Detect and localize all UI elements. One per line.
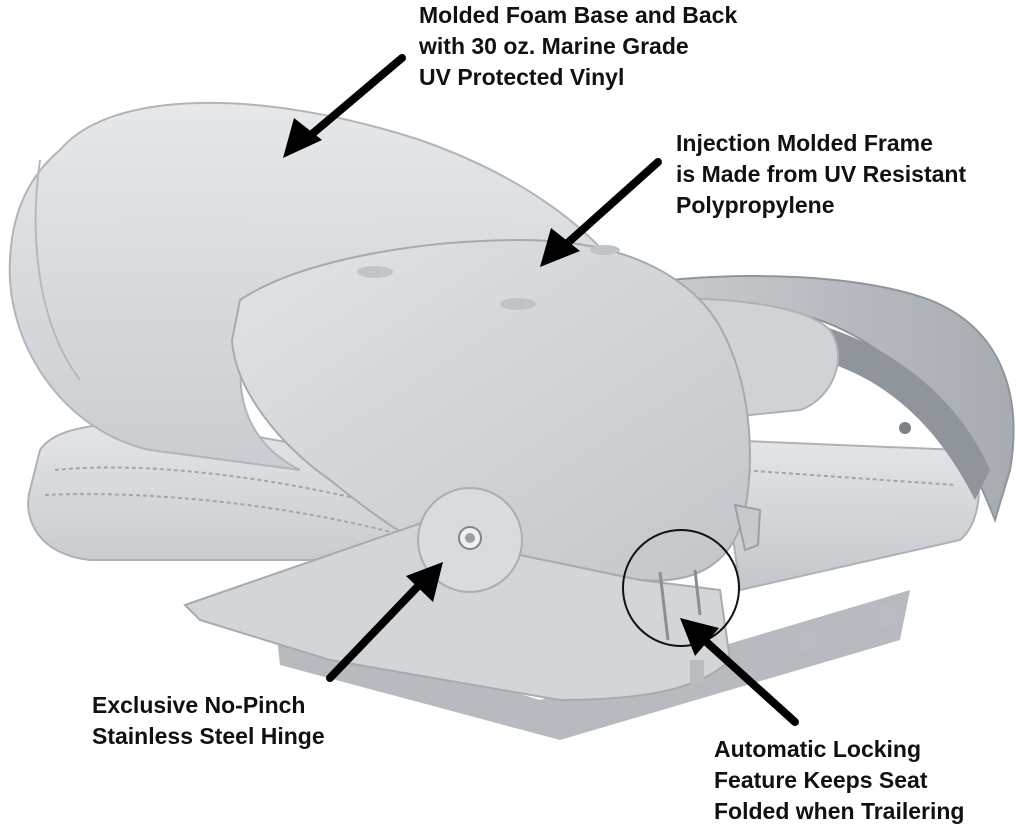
arrow-icon (540, 158, 662, 267)
lock-highlight-circle (622, 529, 740, 647)
arrow-icon (680, 618, 799, 726)
base-foot-2 (800, 630, 814, 652)
arrow-icon (326, 562, 443, 682)
callout-line: Molded Foam Base and Back (419, 2, 738, 28)
callout-line: Automatic Locking (714, 736, 922, 762)
frame-peg-1 (357, 266, 393, 278)
callout-hinge: Exclusive No-Pinch Stainless Steel Hinge (92, 690, 325, 752)
base-plate (275, 590, 910, 740)
hinge-bolt-center (465, 533, 475, 543)
seat-cushion-right-stitch (739, 469, 956, 486)
base-foot-1 (690, 660, 704, 684)
base-foot-3 (880, 605, 894, 627)
shell-pin (899, 422, 911, 434)
callout-line: Stainless Steel Hinge (92, 723, 325, 749)
lock-tab-2 (693, 569, 702, 616)
callout-line: with 30 oz. Marine Grade (419, 33, 689, 59)
back-shell-inner (800, 320, 990, 500)
callout-line: Injection Molded Frame (676, 130, 933, 156)
callout-line: Folded when Trailering (714, 798, 965, 824)
lock-tab-1 (658, 571, 670, 641)
callout-line: Feature Keeps Seat (714, 767, 928, 793)
callout-line: is Made from UV Resistant (676, 161, 967, 187)
callout-line: Polypropylene (676, 192, 835, 218)
callout-auto-lock: Automatic Locking Feature Keeps Seat Fol… (714, 734, 964, 827)
frame-peg-2 (500, 298, 536, 310)
molded-frame (230, 238, 751, 582)
callout-foam-vinyl: Molded Foam Base and Back with 30 oz. Ma… (419, 0, 737, 93)
seat-cushion-stitch-2 (44, 493, 421, 541)
arrow-icon (283, 54, 406, 158)
callout-line: UV Protected Vinyl (419, 64, 625, 90)
callout-injection-frame: Injection Molded Frame is Made from UV R… (676, 128, 966, 221)
frame-peg-3 (590, 245, 620, 255)
back-cushion-seam (34, 159, 81, 381)
callout-line: Exclusive No-Pinch (92, 692, 306, 718)
side-frame (183, 518, 732, 702)
lock-clip (733, 503, 762, 552)
